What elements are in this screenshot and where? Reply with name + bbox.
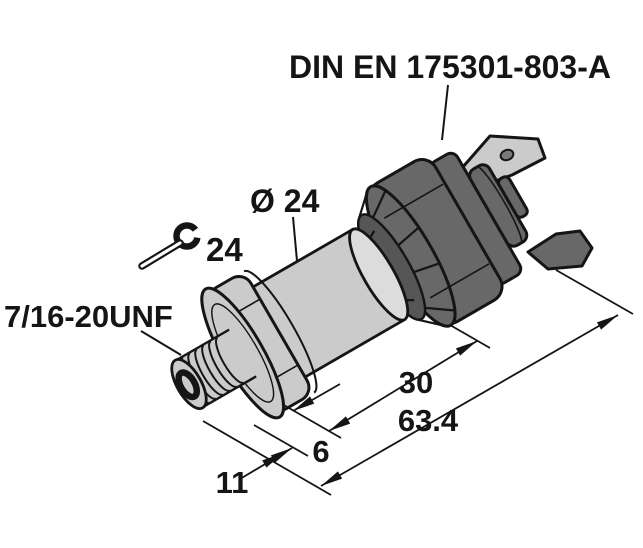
dimension-lines: [138, 84, 634, 496]
pressure-port: [175, 369, 201, 401]
ext-line-thread-tip: [202, 420, 332, 496]
dim-text-thread-length: 11: [216, 465, 249, 500]
label-diameter: Ø 24: [250, 183, 320, 219]
leader-diameter: [292, 216, 298, 262]
leader-thread: [140, 330, 182, 356]
label-thread-size: 7/16-20UNF: [4, 299, 173, 334]
ext-line-connector-front: [449, 324, 491, 349]
terminal-hole: [499, 148, 515, 162]
cylinder-end-cap: [348, 227, 410, 322]
dim-text-collar-width: 6: [312, 434, 329, 469]
leader-connector-standard: [441, 84, 449, 141]
connector-rear-housing: [429, 151, 529, 286]
device-illustration: [170, 134, 594, 420]
dimension-cylinder-length: [328, 340, 478, 432]
ext-line-hex-rear: [281, 403, 342, 439]
dimension-collar-width: [292, 383, 341, 412]
dimension-overall-length: [320, 314, 619, 487]
dim-text-overall-length: 63.4: [398, 403, 459, 438]
ext-line-connector-rear: [555, 269, 634, 315]
dim-text-cylinder-length: 30: [399, 365, 433, 400]
spade-terminal-side: [526, 229, 594, 271]
wrench-icon: [138, 216, 218, 270]
label-wrench-size: 24: [206, 231, 243, 268]
thread-stud: [170, 328, 257, 410]
ext-line-hex-front: [253, 424, 309, 457]
label-connector-standard: DIN EN 175301-803-A: [289, 49, 611, 85]
dimension-thread-length: [239, 447, 293, 480]
